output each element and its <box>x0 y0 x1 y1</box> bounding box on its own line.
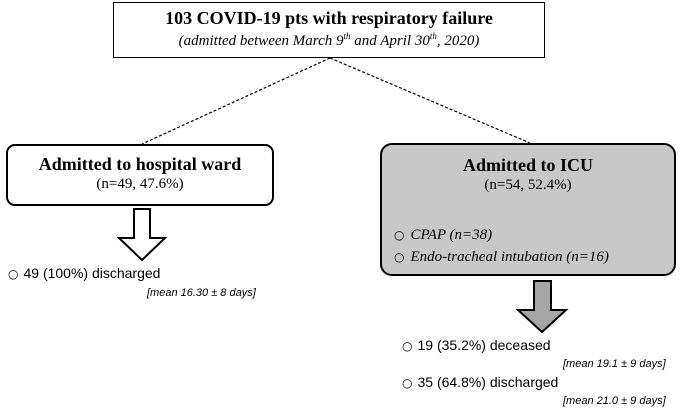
bullet-icon: ○ <box>402 339 413 353</box>
bullet-icon: ○ <box>8 267 19 281</box>
icu-count: (n=54, 52.4%) <box>484 177 572 193</box>
ward-down-arrow <box>116 208 168 262</box>
hospital-ward-box: Admitted to hospital ward (n=49, 47.6%) <box>6 144 274 206</box>
icu-title: Admitted to ICU <box>463 155 593 175</box>
total-patients-box: 103 COVID-19 pts with respiratory failur… <box>113 2 545 58</box>
hospital-ward-title: Admitted to hospital ward <box>38 154 242 174</box>
icu-outcome-discharged: ○ 35 (64.8%) discharged <box>402 374 558 390</box>
admission-period: (admitted between March 9th and April 30… <box>114 31 544 50</box>
admission-period-start: (admitted between March 9 <box>178 33 344 49</box>
ward-outcome-discharged: ○ 49 (100%) discharged <box>8 265 160 281</box>
admission-period-year: , 2020) <box>436 33 480 49</box>
icu-down-arrow <box>515 280 569 334</box>
connector-to-icu <box>329 57 531 144</box>
bullet-icon: ○ <box>402 376 413 390</box>
icu-outcome-discharged-note: [mean 21.0 ± 9 days] <box>563 395 666 407</box>
bullet-icon: ○ <box>394 250 405 264</box>
ordinal-suffix: th <box>429 31 437 41</box>
ward-outcome-note: [mean 16.30 ± 8 days] <box>147 287 256 299</box>
bullet-icon: ○ <box>394 228 405 242</box>
icu-item-cpap: ○ CPAP (n=38) <box>394 227 492 244</box>
icu-outcome-deceased: ○ 19 (35.2%) deceased <box>402 337 551 353</box>
connector-to-ward <box>141 57 331 145</box>
icu-outcome-label: 35 (64.8%) discharged <box>417 374 559 390</box>
icu-outcome-label: 19 (35.2%) deceased <box>417 337 551 353</box>
icu-outcome-deceased-note: [mean 19.1 ± 9 days] <box>563 358 666 370</box>
hospital-ward-count: (n=49, 47.6%) <box>96 176 184 192</box>
total-patients-title: 103 COVID-19 pts with respiratory failur… <box>165 8 493 28</box>
icu-item-label: Endo-tracheal intubation (n=16) <box>410 249 609 265</box>
icu-item-intubation: ○ Endo-tracheal intubation (n=16) <box>394 249 609 266</box>
icu-box: Admitted to ICU (n=54, 52.4%) ○ CPAP (n=3… <box>380 143 676 276</box>
ward-outcome-label: 49 (100%) discharged <box>23 265 161 281</box>
admission-period-end: and April 30 <box>350 33 430 49</box>
icu-item-label: CPAP (n=38) <box>410 227 493 243</box>
ordinal-suffix: th <box>343 31 351 41</box>
